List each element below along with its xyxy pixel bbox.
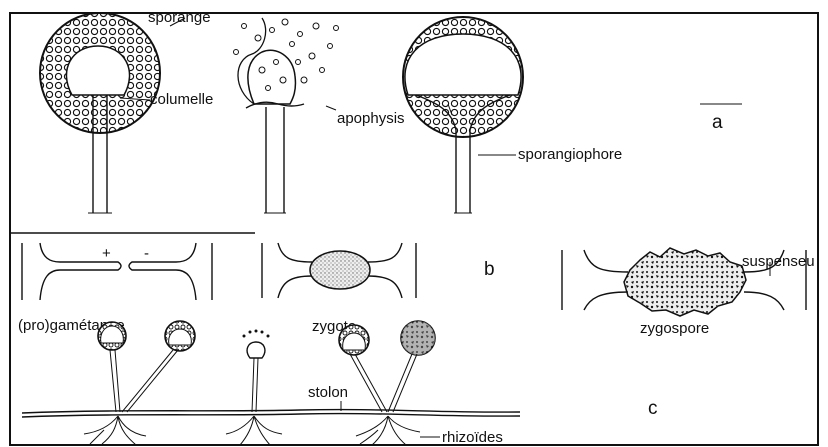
- sporangium-bursting: [234, 18, 339, 213]
- progametanges: + -: [22, 243, 212, 300]
- zygote-stage: [262, 243, 416, 298]
- colony: [22, 321, 520, 445]
- label-rhizoides: rhizoïdes: [442, 429, 503, 446]
- label-panel-b: b: [484, 259, 495, 280]
- label-suspenseur: suspenseu: [742, 253, 815, 270]
- label-stolon: stolon: [308, 384, 348, 401]
- label-sporange: sporange: [148, 9, 211, 26]
- sporangium-full: [40, 13, 160, 213]
- label-sporangiophore: sporangiophore: [518, 146, 622, 163]
- sporangium-with-apophysis: [403, 17, 523, 213]
- label-columelle: columelle: [150, 91, 213, 108]
- label-minus: -: [144, 245, 149, 262]
- label-zygospore: zygospore: [640, 320, 709, 337]
- label-plus: +: [102, 245, 111, 262]
- label-apophysis: apophysis: [337, 110, 405, 127]
- label-panel-a: a: [712, 112, 723, 133]
- label-panel-c: c: [648, 398, 658, 419]
